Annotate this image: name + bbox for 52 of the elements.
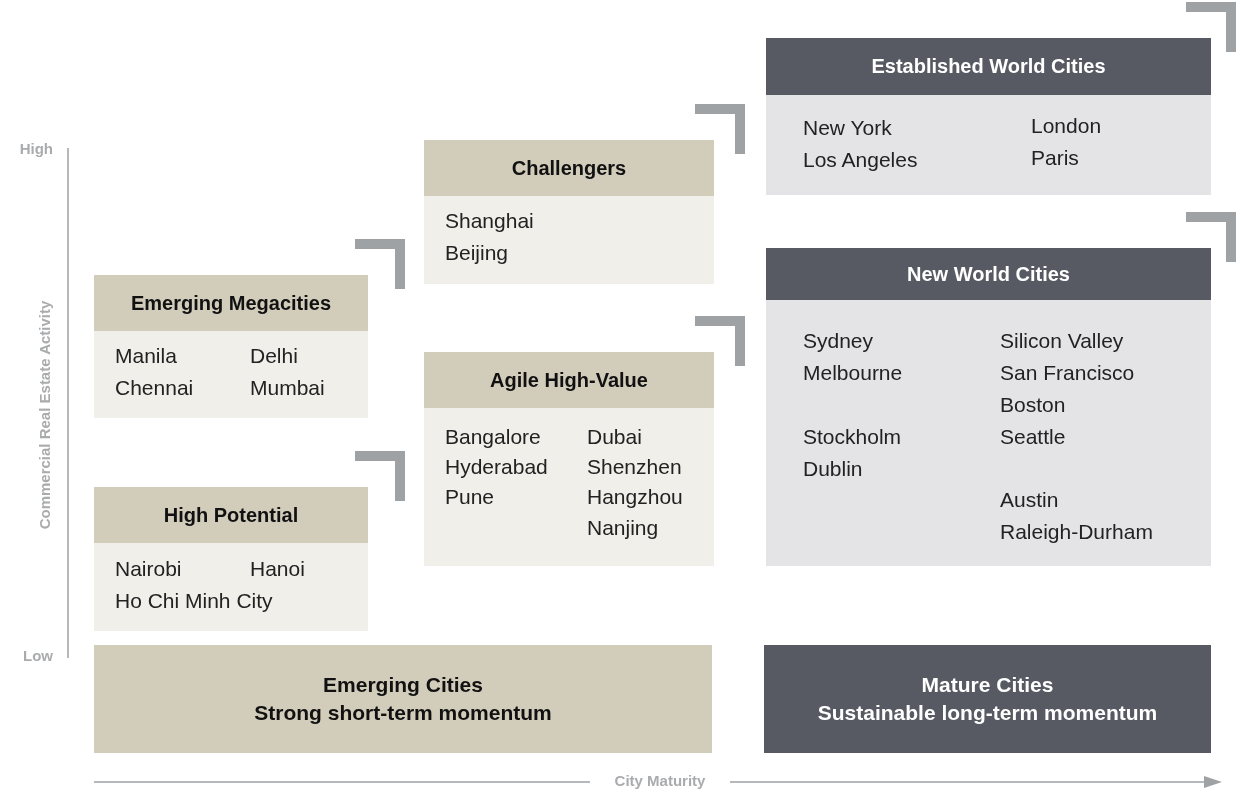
city-name: Mumbai xyxy=(250,375,325,401)
city-name: Seattle xyxy=(1000,424,1066,450)
category-card xyxy=(766,248,1211,566)
city-name: Sydney xyxy=(803,328,874,354)
city-name: Stockholm xyxy=(803,424,902,450)
summary-band xyxy=(94,645,712,753)
city-name: Dublin xyxy=(803,456,863,482)
category-card xyxy=(94,487,368,631)
card-heading: New World Cities xyxy=(766,248,1211,300)
city-name: Beijing xyxy=(445,240,509,266)
city-name: Manila xyxy=(115,343,177,369)
city-name: Melbourne xyxy=(803,360,903,386)
city-name: Hyderabad xyxy=(445,454,548,480)
city-name: Boston xyxy=(1000,392,1066,418)
band-subheading: Strong short-term momentum xyxy=(253,700,553,726)
band-subheading: Sustainable long-term momentum xyxy=(816,700,1159,726)
city-name: Austin xyxy=(1000,487,1059,513)
city-name: Nanjing xyxy=(587,515,659,541)
city-name: Hanoi xyxy=(250,556,305,582)
x-axis-title: City Maturity xyxy=(614,772,706,789)
card-heading: Emerging Megacities xyxy=(94,275,368,331)
city-name: Bangalore xyxy=(445,424,541,450)
card-heading: Challengers xyxy=(424,140,714,196)
city-name: Pune xyxy=(445,484,495,510)
band-heading: Mature Cities xyxy=(920,672,1055,698)
band-heading: Emerging Cities xyxy=(322,672,484,698)
city-name: Shanghai xyxy=(445,208,534,234)
card-heading: Agile High-Value xyxy=(424,352,714,408)
axis-low-label: Low xyxy=(23,647,53,664)
city-name: Hangzhou xyxy=(587,484,683,510)
category-card xyxy=(766,38,1211,195)
y-axis-title: Commercial Real Estate Activity xyxy=(35,300,53,530)
category-card xyxy=(424,352,714,566)
city-name: San Francisco xyxy=(1000,360,1135,386)
city-name: Delhi xyxy=(250,343,298,369)
city-name: Los Angeles xyxy=(803,147,918,173)
city-name: Paris xyxy=(1031,145,1079,171)
card-heading: Established World Cities xyxy=(766,38,1211,95)
city-name: London xyxy=(1031,113,1102,139)
city-name: Chennai xyxy=(115,375,194,401)
city-name: Raleigh-Durham xyxy=(1000,519,1153,545)
city-name: New York xyxy=(803,115,892,141)
axis-high-label: High xyxy=(19,140,53,157)
city-name: Dubai xyxy=(587,424,642,450)
city-name: Ho Chi Minh City xyxy=(115,588,273,614)
category-card xyxy=(94,275,368,418)
city-name: Silicon Valley xyxy=(1000,328,1124,354)
city-name: Nairobi xyxy=(115,556,182,582)
city-name: Shenzhen xyxy=(587,454,682,480)
category-card xyxy=(424,140,714,284)
card-heading: High Potential xyxy=(94,487,368,543)
summary-band xyxy=(764,645,1211,753)
